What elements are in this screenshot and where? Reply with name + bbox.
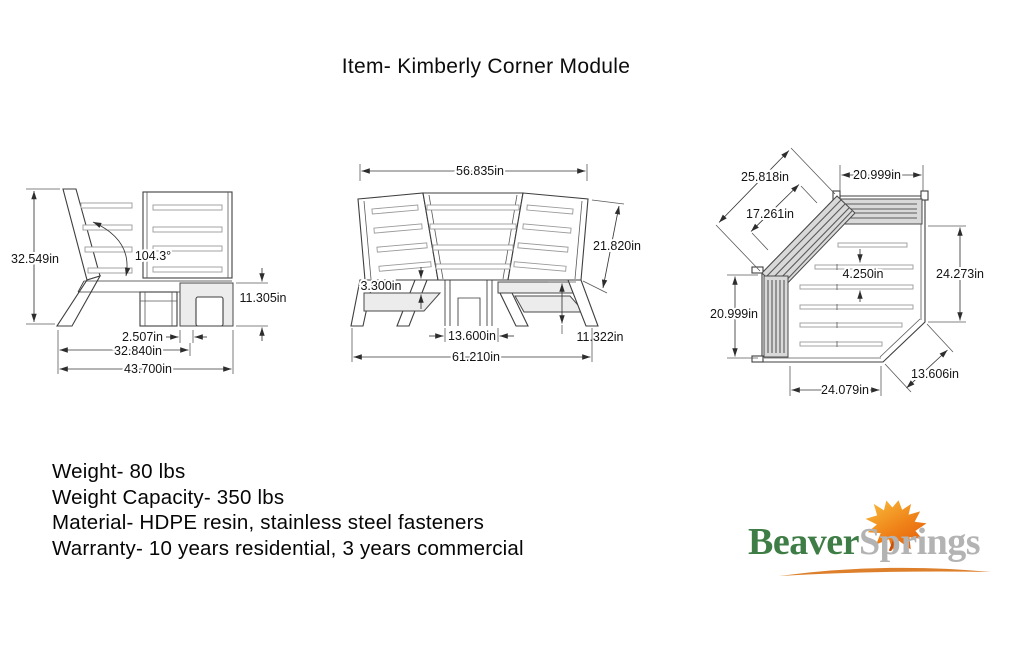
dim-top-right-depth-label: 24.273in [936, 267, 984, 281]
dim-front-seat-height-label: 11.322in [576, 330, 623, 344]
dim-side-seat-section-height-label: 11.305in [239, 291, 286, 305]
dim-top-bottom-width-label: 24.079in [821, 383, 869, 397]
spec-material: Material- HDPE resin, stainless steel fa… [52, 511, 485, 535]
dim-front-total-width-label: 61.210in [452, 350, 500, 364]
dim-front-center-leg-width-label: 13.600in [448, 329, 496, 343]
dim-top-corner-back-inner-label: 17.261in [746, 207, 794, 221]
dim-front-back-top-width-label: 56.835in [456, 164, 504, 178]
maple-leaf-icon [865, 500, 927, 551]
brand-wordmark: BeaverSprings [748, 520, 981, 564]
dim-front-seat-thickness-label: 3.300in [360, 279, 401, 293]
front-view-drawing: 56.835in 21.820in 3.300in 13.600in 11.32… [350, 162, 643, 366]
spec-weight: Weight- 80 lbs [52, 460, 186, 483]
spec-warranty: Warranty- 10 years residential, 3 years … [52, 536, 524, 560]
dim-side-back-angle-label: 104.3° [135, 249, 171, 263]
top-view-drawing: 20.999in 25.818in 17.261in 24.273in 20.9… [708, 147, 986, 399]
page-title: Item- Kimberly Corner Module [341, 55, 631, 78]
dim-side-leg-gap-label: 2.507in [122, 330, 163, 344]
dim-side-total-depth-label: 43.700in [124, 362, 172, 376]
dim-top-corner-back-outer-label: 25.818in [741, 170, 789, 184]
dim-top-left-edge-depth-label: 20.999in [710, 307, 758, 321]
brand-word-springs: Springs [858, 521, 981, 563]
side-view-drawing: 32.549in 104.3° 11.305in 2.507in 32.840i… [9, 188, 289, 378]
dim-top-top-edge-width-label: 20.999in [853, 168, 901, 182]
dim-side-seat-depth-label: 32.840in [114, 344, 162, 358]
swoosh-underline [779, 567, 991, 576]
dim-front-back-panel-length-label: 21.820in [593, 239, 641, 253]
brand-word-beaver: Beaver [748, 521, 859, 563]
dim-side-total-height-label: 32.549in [11, 252, 59, 266]
dim-top-front-bevel-label: 13.606in [911, 367, 959, 381]
brand-logo: BeaverSprings [745, 492, 997, 584]
spec-weight-capacity: Weight Capacity- 350 lbs [52, 485, 285, 509]
product-specs: Weight- 80 lbs Weight Capacity- 350 lbs … [52, 459, 524, 561]
dim-top-slat-spacing-label: 4.250in [842, 267, 883, 281]
